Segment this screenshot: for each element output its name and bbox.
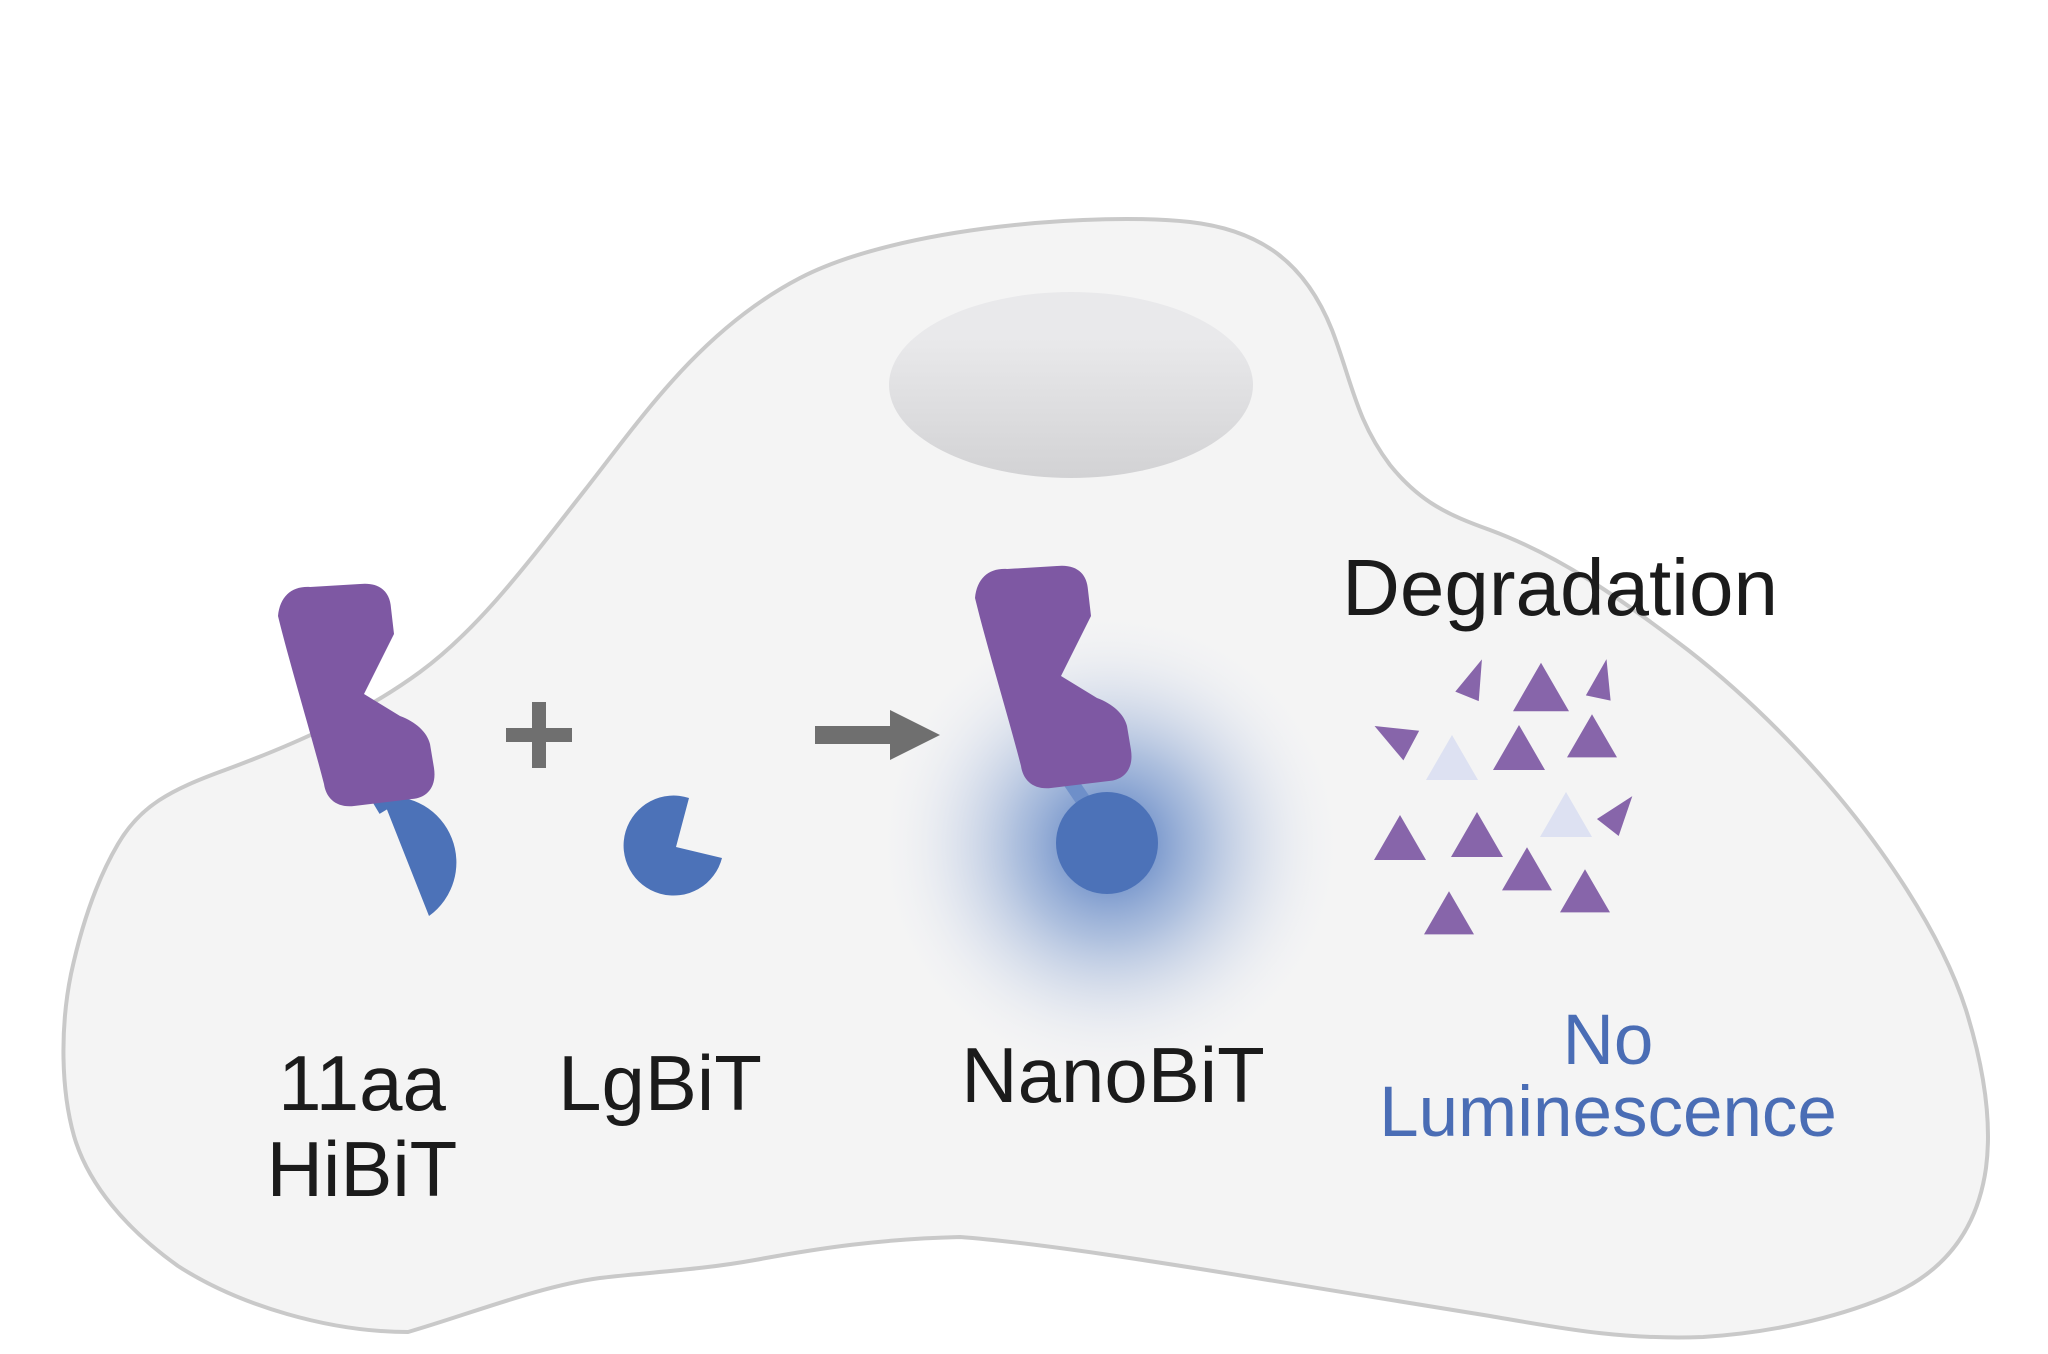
no-luminescence-label: No Luminescence — [1379, 1005, 1837, 1149]
degradation-triangle — [1560, 869, 1610, 913]
hibit-label: 11aa HiBiT — [267, 1040, 458, 1212]
hibit-label-line2: HiBiT — [266, 1125, 458, 1213]
nucleus — [889, 292, 1253, 478]
no-luminescence-line1: No — [1562, 1001, 1654, 1080]
hibit-tagged-protein — [278, 583, 457, 916]
plus-icon — [506, 702, 572, 768]
hibit-label-line1: 11aa — [278, 1039, 446, 1127]
degradation-triangle — [1585, 659, 1611, 701]
nanobit-label: NanoBiT — [961, 1031, 1265, 1119]
degradation-triangle — [1451, 812, 1503, 857]
degradation-triangle — [1374, 815, 1426, 860]
nanobit-protein-body — [975, 565, 1132, 789]
degradation-triangle — [1513, 662, 1569, 712]
no-luminescence-line2: Luminescence — [1379, 1073, 1837, 1152]
degradation-triangle — [1540, 792, 1592, 837]
nanobit-luciferase-core — [1056, 792, 1158, 894]
degradation-triangle — [1455, 659, 1482, 702]
degradation-triangle — [1567, 714, 1617, 758]
target-protein-body — [278, 583, 435, 807]
degradation-triangle — [1374, 725, 1420, 761]
degradation-label: Degradation — [1342, 543, 1778, 632]
degradation-triangle — [1493, 725, 1545, 770]
lgbit-label: LgBiT — [558, 1039, 762, 1127]
degradation-triangle — [1596, 796, 1633, 836]
hibit-tag-peptide — [382, 796, 457, 916]
degradation-triangle — [1424, 891, 1474, 935]
degradation-triangle — [1502, 847, 1552, 891]
degradation-triangle — [1426, 735, 1478, 780]
degradation-fragments — [1374, 659, 1633, 935]
nanobit-complex — [975, 565, 1158, 894]
right-arrow-icon — [815, 710, 940, 760]
lgbit-subunit-shape — [623, 795, 722, 896]
